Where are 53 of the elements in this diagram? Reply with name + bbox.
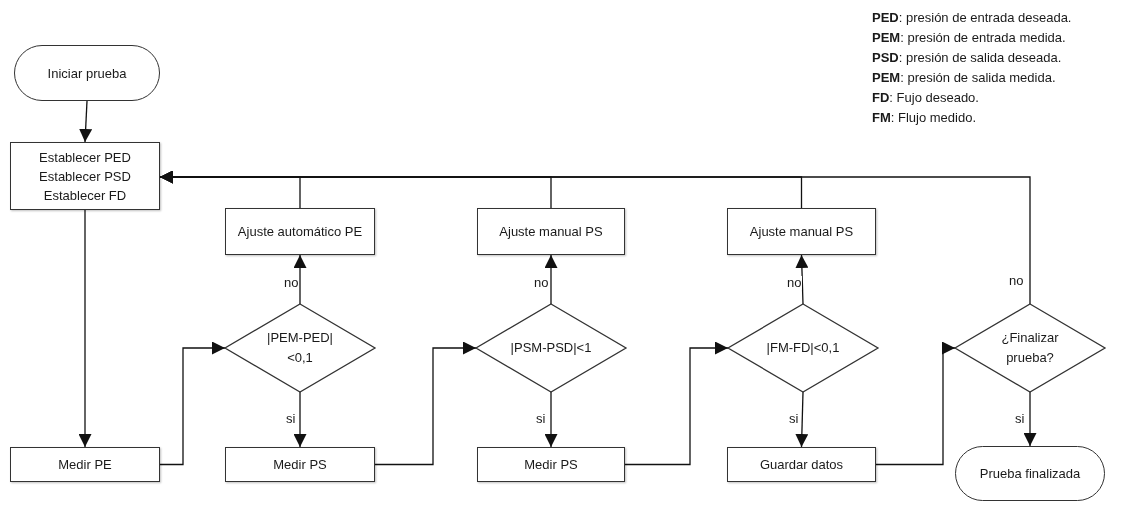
node-text: Medir PS [524, 456, 578, 474]
note-text: FM: Flujo medido. [872, 109, 977, 127]
decision-diamond [476, 304, 626, 392]
note-text: PEM: presión de entrada medida. [872, 29, 1066, 47]
node-text: Medir PE [58, 456, 112, 474]
arrow [875, 341, 956, 466]
arrow [159, 170, 1031, 305]
node-text: Establecer PSD [39, 167, 131, 186]
decision-diamond [225, 304, 375, 392]
node-text: Ajuste manual PS [749, 223, 854, 241]
node-text: Iniciar prueba [47, 64, 127, 83]
arrow [1023, 391, 1037, 447]
process-box [477, 447, 625, 482]
process-box [10, 142, 160, 210]
arrow [78, 209, 92, 448]
note-text: PED: presión de entrada deseada. [872, 9, 1072, 27]
arrow [79, 100, 93, 143]
edge-label: si [1014, 412, 1026, 426]
node-text: Medir PS [273, 456, 327, 474]
edge-label: no [786, 276, 803, 290]
node-text: Establecer PED [39, 148, 131, 167]
node-text: |PEM-PED|<0,1 [266, 329, 334, 367]
process-box [727, 447, 876, 482]
node-text: ¿Finalizar prueba? [1000, 329, 1060, 367]
arrow [293, 391, 307, 448]
note-text: PSD: presión de salida deseada. [872, 49, 1062, 67]
process-box [10, 447, 160, 482]
node-text: Ajuste manual PS [499, 223, 603, 241]
arrow [374, 341, 477, 466]
arrow [293, 254, 307, 305]
decision-diamond [955, 304, 1105, 392]
edge-label: si [285, 412, 297, 426]
arrow [795, 391, 809, 448]
arrow [544, 254, 558, 305]
note-text: FD: Fujo deseado. [872, 89, 979, 107]
node-text: |PSM-PSD|<1 [510, 339, 592, 357]
process-box [727, 208, 876, 255]
node-text: Establecer FD [43, 186, 127, 205]
process-box [477, 208, 625, 255]
node-text: Guardar datos [759, 456, 844, 474]
node-text: |FM-FD|<0,1 [766, 339, 840, 357]
process-box [225, 208, 375, 255]
note-text: PEM: presión de salida medida. [872, 69, 1056, 87]
node-text: Ajuste automático PE [237, 223, 363, 241]
decision-diamond [728, 304, 878, 392]
process-box [225, 447, 375, 482]
arrow [624, 341, 729, 466]
arrow [159, 341, 226, 466]
arrow [795, 254, 809, 305]
arrow [544, 391, 558, 448]
edge-label: si [788, 412, 800, 426]
edge-label: si [535, 412, 547, 426]
node-text: Prueba finalizada [979, 465, 1081, 483]
